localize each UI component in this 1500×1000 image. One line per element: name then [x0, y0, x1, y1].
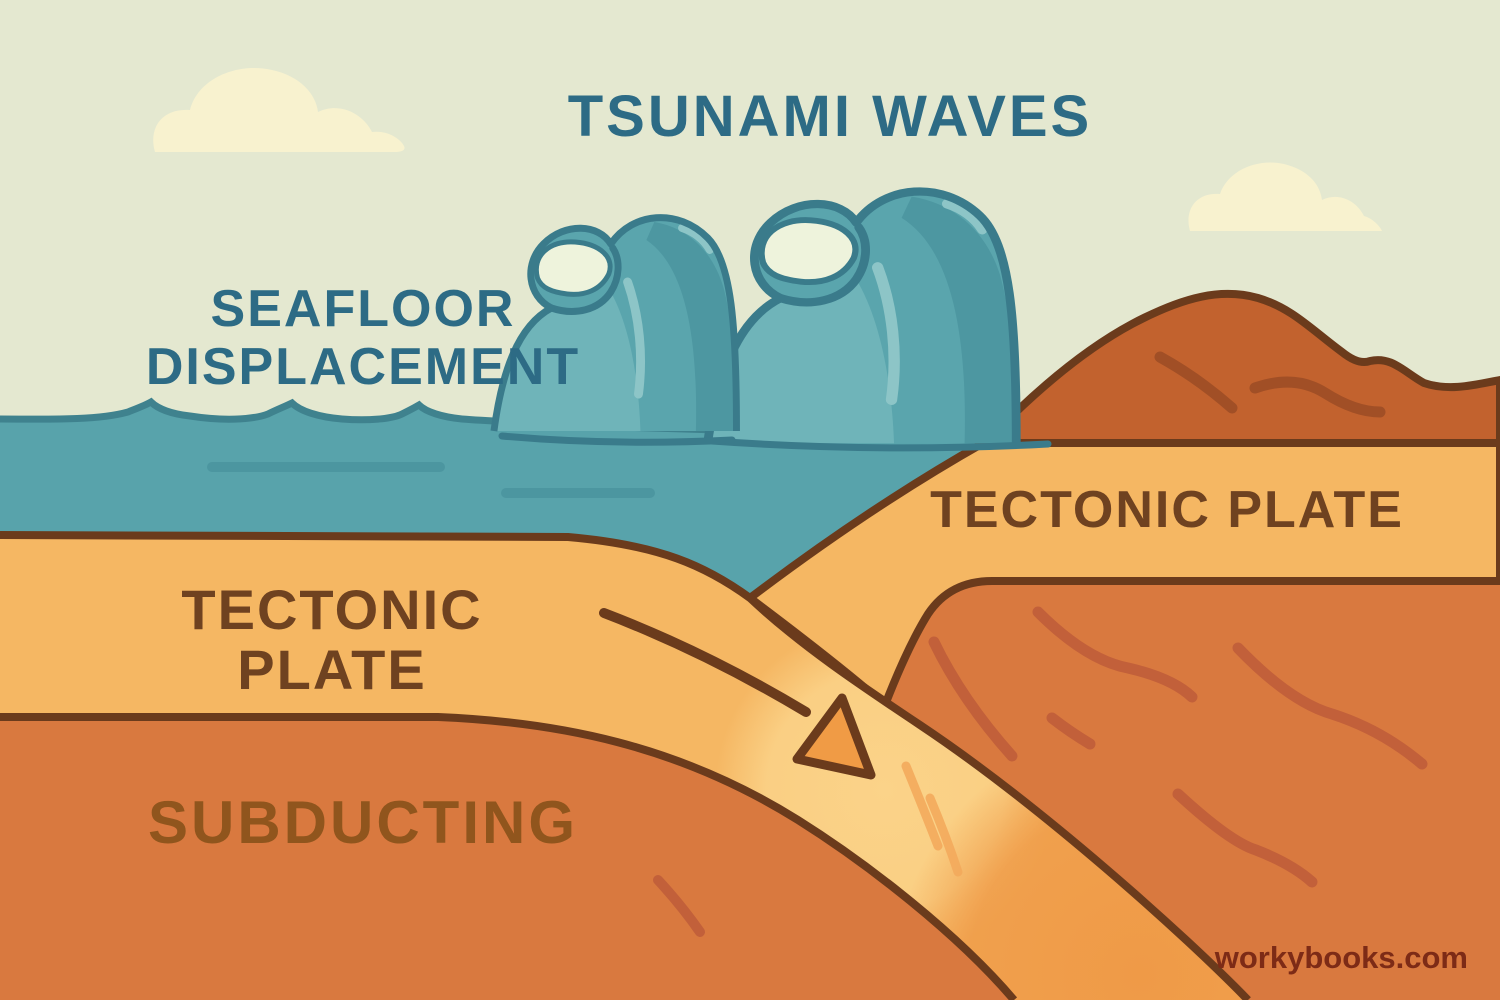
- diagram-title: TSUNAMI WAVES: [568, 84, 1093, 149]
- slab-streak: [925, 793, 963, 877]
- sea-surface-line: [0, 397, 982, 442]
- cloud-left: [153, 67, 405, 152]
- mountain: [981, 289, 1500, 447]
- subducting-label: SUBDUCTING: [148, 789, 578, 856]
- mantle-wedge: [885, 581, 1500, 1000]
- tectonic-plate-left-label-line1: TECTONIC: [181, 578, 482, 641]
- watermark: workybooks.com: [1214, 940, 1468, 975]
- subduction-arrow: [599, 608, 876, 780]
- mountain-line: [1154, 351, 1238, 414]
- subducting-zone: [0, 717, 1014, 1000]
- slab-streak: [901, 761, 943, 851]
- mantle-line: [1172, 788, 1318, 888]
- mantle-line: [653, 875, 705, 937]
- cloud-right: [1188, 162, 1382, 231]
- tectonic-plate-right-label: TECTONIC PLATE: [930, 481, 1404, 539]
- mantle-line: [1032, 606, 1198, 703]
- seafloor-displacement-label-line2: DISPLACEMENT: [146, 338, 580, 396]
- mantle-line: [1232, 642, 1428, 770]
- wave-base-line-left: [498, 432, 736, 446]
- mountain-line: [1249, 376, 1386, 418]
- mantle-line: [928, 636, 1018, 762]
- seafloor-displacement-label-line1: SEAFLOOR: [211, 280, 516, 338]
- slab-glow-deep: [895, 730, 1248, 1000]
- mantle-line: [1046, 712, 1096, 750]
- tectonic-plate-left-label-line2: PLATE: [237, 638, 426, 701]
- wave-base-line-right: [708, 437, 1052, 452]
